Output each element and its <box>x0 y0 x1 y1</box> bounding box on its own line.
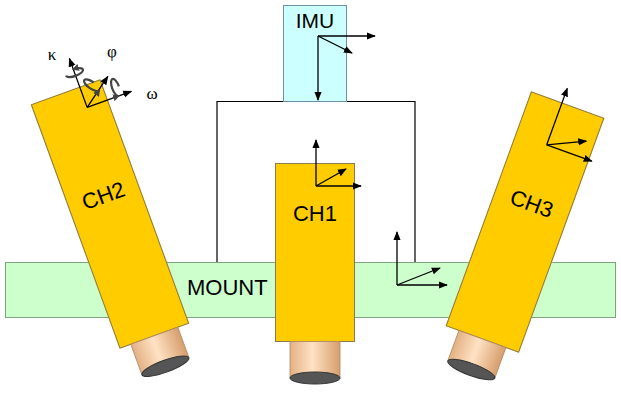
axis-arrow <box>318 35 375 36</box>
axis-label-holder: ω <box>146 85 157 104</box>
axis-arrow <box>547 88 568 144</box>
axis-arrow <box>318 36 352 53</box>
rotation-angle-label: κ <box>48 46 57 65</box>
rotation-arrow <box>65 66 84 79</box>
node-label: IMU <box>296 9 335 33</box>
axis-arrow <box>396 232 397 285</box>
camera-lens <box>131 327 191 380</box>
camera-box: CH1 <box>275 163 355 342</box>
coordinate-frame <box>316 140 361 186</box>
rotation-arrow <box>82 77 101 93</box>
axis-arrow <box>316 169 346 186</box>
axis-arrow <box>316 185 361 186</box>
axis-label-holder: κ <box>48 46 57 65</box>
node-label: CH2 <box>78 176 128 215</box>
rotation-angle-label: ω <box>146 85 157 104</box>
axis-arrow <box>87 91 131 107</box>
axis-arrow <box>547 145 592 161</box>
rotation-arrow <box>109 78 122 97</box>
node-label: CH1 <box>293 201 337 226</box>
axis-arrow <box>80 76 116 107</box>
coordinate-frame <box>547 88 613 161</box>
rotation-angle-label: φ <box>107 43 117 62</box>
axis-label-holder: φ <box>107 43 117 62</box>
coordinate-frame <box>397 232 447 285</box>
node-label: MOUNT <box>187 275 268 300</box>
lens-glass <box>446 355 497 383</box>
axis-arrow <box>397 284 447 285</box>
axis-arrow <box>547 129 587 157</box>
coordinate-frame <box>318 36 375 100</box>
axis-arrow <box>315 140 316 186</box>
lens-glass <box>290 372 340 384</box>
axis-arrow <box>317 36 318 100</box>
imu-box: IMU <box>283 5 347 102</box>
coordinate-frame <box>61 42 131 110</box>
node-label: CH3 <box>507 184 557 223</box>
lens-glass <box>140 352 191 380</box>
camera-lens <box>446 330 506 383</box>
camera-lens <box>290 342 340 385</box>
axis-arrow <box>397 268 440 285</box>
